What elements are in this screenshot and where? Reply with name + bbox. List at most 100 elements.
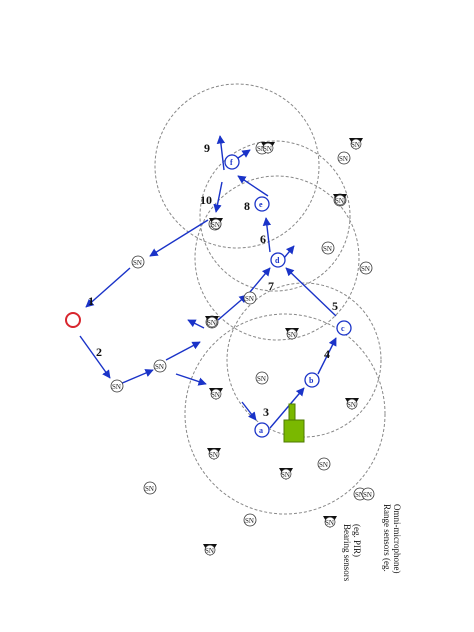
path-arrow xyxy=(241,401,257,421)
path-node-d xyxy=(270,252,286,268)
svg-text:SN: SN xyxy=(263,145,272,153)
svg-text:SN: SN xyxy=(355,491,364,499)
path-node-e xyxy=(254,196,270,212)
path-arrow xyxy=(217,294,248,321)
path-arrow xyxy=(249,267,271,293)
path-arrow xyxy=(285,267,337,317)
svg-text:SN: SN xyxy=(335,197,344,205)
path-node-label: b xyxy=(309,376,314,385)
svg-text:SN: SN xyxy=(207,319,216,327)
path-node-c xyxy=(336,320,352,336)
bearing-sensors: SN SN SN SN SN SN SN SN SN SN SN xyxy=(203,138,363,556)
legend-range-label: Omni-microphone) xyxy=(392,504,402,573)
svg-text:SN: SN xyxy=(361,265,370,273)
path-arrow xyxy=(119,369,154,385)
path-nodes: a b c d e f xyxy=(224,154,352,438)
legend-range-label: Range sensors (eg. xyxy=(382,504,392,572)
range-circle-top xyxy=(154,83,320,249)
bearing-sensor: SN xyxy=(209,218,223,230)
svg-text:SN: SN xyxy=(205,547,214,555)
path-arrow xyxy=(317,337,337,375)
legend: SN Bearing sensors (eg. PIR) SN Range se… xyxy=(323,487,402,582)
legend-bearing-label: (eg. PIR) xyxy=(352,524,362,557)
path-node-label: f xyxy=(230,158,233,167)
range-sensor: SN xyxy=(143,481,157,495)
step-number: 6 xyxy=(260,232,266,246)
range-sensor: SN xyxy=(243,291,257,305)
path-arrow xyxy=(187,319,205,329)
range-sensor: SN xyxy=(255,371,269,385)
path-arrow xyxy=(165,341,201,361)
range-circle-lower-left xyxy=(184,313,386,515)
range-sensor: SN xyxy=(321,241,335,255)
path-arrow xyxy=(79,335,111,379)
bearing-sensor: SN xyxy=(207,448,221,460)
step-number: 9 xyxy=(204,141,210,155)
path-arrow xyxy=(85,267,131,308)
svg-text:SN: SN xyxy=(112,383,121,391)
path-arrow xyxy=(216,135,226,171)
range-sensor: SN xyxy=(153,359,167,373)
step-number: 8 xyxy=(244,199,250,213)
step-number: 7 xyxy=(268,279,274,293)
path-node-b xyxy=(304,372,320,388)
range-sensor: SN xyxy=(243,513,257,527)
svg-text:SN: SN xyxy=(351,141,360,149)
svg-text:SN: SN xyxy=(211,221,220,229)
range-circle-lower-middle xyxy=(226,282,382,438)
bearing-sensor: SN xyxy=(349,138,363,150)
svg-text:SN: SN xyxy=(325,519,334,527)
range-sensor: SN xyxy=(337,151,351,165)
path-node-label: c xyxy=(341,324,345,333)
start-marker xyxy=(65,312,81,328)
svg-text:SN: SN xyxy=(133,259,142,267)
svg-text:SN: SN xyxy=(245,517,254,525)
bearing-sensor: SN xyxy=(333,194,347,206)
step-numbers: 1 2 3 4 5 6 7 8 9 10 xyxy=(88,141,338,419)
svg-text:SN: SN xyxy=(155,363,164,371)
target-vehicle-icon xyxy=(283,403,305,443)
path-node-label: d xyxy=(275,256,280,265)
step-number: 1 xyxy=(88,294,94,308)
path-arrow xyxy=(149,219,209,257)
range-sensor: SN xyxy=(131,255,145,269)
path-arrow xyxy=(262,217,272,253)
range-sensor: SN xyxy=(110,379,124,393)
svg-text:SN: SN xyxy=(287,331,296,339)
svg-text:SN: SN xyxy=(281,471,290,479)
bearing-sensor: SN xyxy=(205,316,219,328)
step-number: 2 xyxy=(96,345,102,359)
legend-range-symbol: SN xyxy=(361,487,375,501)
bearing-sensor: SN xyxy=(261,142,275,154)
step-number: 5 xyxy=(332,299,338,313)
range-sensor: SN xyxy=(359,261,373,275)
path-arrow xyxy=(213,181,223,213)
step-number: 4 xyxy=(324,347,330,361)
path-arrow xyxy=(283,245,295,259)
legend-bearing-label: Bearing sensors xyxy=(342,524,352,582)
svg-text:SN: SN xyxy=(339,155,348,163)
bearing-sensor: SN xyxy=(285,328,299,340)
svg-text:SN: SN xyxy=(257,375,266,383)
bearing-sensor: SN xyxy=(203,544,217,556)
svg-text:SN: SN xyxy=(245,295,254,303)
step-number: 10 xyxy=(200,193,212,207)
path-arrow xyxy=(175,373,207,386)
path-node-f xyxy=(224,154,240,170)
legend-bearing-symbol: SN xyxy=(323,516,337,528)
svg-text:SN: SN xyxy=(323,245,332,253)
path-node-label: e xyxy=(259,200,263,209)
step-number: 3 xyxy=(263,405,269,419)
range-sensors: SN SN SN SN SN SN SN SN SN SN SN SN SN S… xyxy=(110,141,373,527)
range-circle-middle xyxy=(194,175,360,341)
svg-text:SN: SN xyxy=(363,491,372,499)
bearing-sensor: SN xyxy=(345,398,359,410)
range-sensor: SN xyxy=(317,457,331,471)
svg-text:SN: SN xyxy=(257,145,266,153)
bearing-sensor: SN xyxy=(209,388,223,400)
svg-text:SN: SN xyxy=(209,451,218,459)
bearing-sensor: SN xyxy=(279,468,293,480)
svg-text:SN: SN xyxy=(347,401,356,409)
svg-text:SN: SN xyxy=(145,485,154,493)
